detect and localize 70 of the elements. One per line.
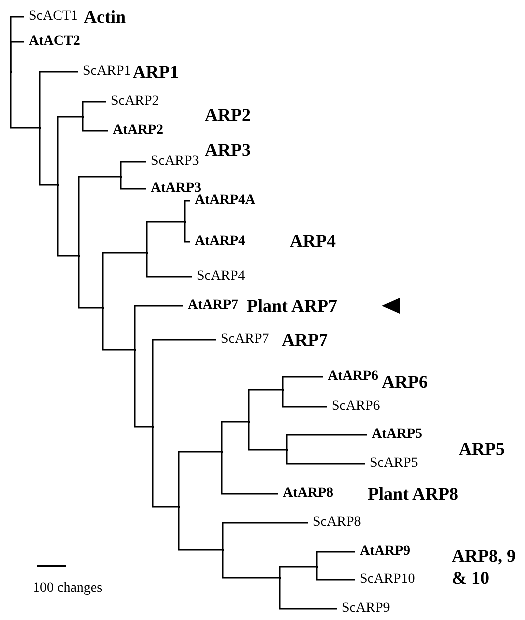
taxon-label: ScARP10 — [355, 572, 416, 588]
tree-branch — [184, 200, 190, 222]
tree-branch — [10, 72, 40, 129]
tree-branch — [57, 185, 79, 257]
taxon-label: ScARP8 — [308, 515, 362, 531]
clade-label: ARP4 — [290, 230, 336, 252]
clade-label: ARP6 — [382, 371, 428, 393]
tree-branch — [134, 305, 183, 350]
tree-branch — [57, 116, 83, 185]
tree-branch — [184, 222, 190, 243]
tree-branch — [102, 308, 135, 351]
tree-branch — [286, 434, 367, 450]
taxon-label: ScARP5 — [365, 456, 418, 472]
taxon-label: AtARP5 — [367, 427, 423, 443]
tree-branch — [221, 452, 278, 495]
clade-label: ARP2 — [205, 104, 251, 126]
tree-branch — [134, 350, 153, 428]
taxon-label: ScACT1 — [24, 9, 78, 25]
clade-label: ARP3 — [205, 139, 251, 161]
tree-branch — [82, 101, 106, 117]
tree-branch — [286, 450, 365, 465]
tree-branch — [221, 421, 249, 452]
taxon-label: ScARP7 — [216, 332, 270, 348]
clade-label: ARP5 — [459, 438, 505, 460]
clade-label: Plant ARP7 — [247, 295, 338, 317]
clade-label: ARP1 — [133, 61, 179, 83]
tree-branch — [146, 221, 185, 253]
tree-branch — [39, 71, 78, 128]
clade-label: Actin — [84, 6, 126, 28]
tree-branch — [102, 252, 147, 308]
taxon-label: ScARP4 — [192, 269, 246, 285]
tree-branch — [248, 389, 283, 422]
taxon-label: ScARP2 — [106, 94, 160, 110]
tree-branch — [178, 451, 222, 507]
taxon-label: ScARP9 — [337, 601, 390, 617]
tree-branch — [78, 256, 103, 309]
clade-label: ARP7 — [282, 329, 328, 351]
taxon-label: AtARP4A — [190, 193, 256, 209]
taxon-label: AtARP4 — [190, 234, 246, 250]
tree-branch — [120, 177, 146, 190]
taxon-label: AtARP2 — [108, 123, 164, 139]
tree-branch — [282, 376, 323, 390]
tree-branch — [152, 427, 179, 508]
tree-branch — [178, 507, 223, 551]
tree-branch — [279, 566, 317, 578]
tree-branch — [282, 390, 327, 408]
clade-label: Plant ARP8 — [368, 483, 459, 505]
tree-branch — [279, 578, 337, 610]
taxon-label: AtARP8 — [278, 486, 334, 502]
tree-branch — [222, 550, 280, 579]
taxon-label: AtARP7 — [183, 298, 239, 314]
tree-branch — [248, 422, 287, 451]
taxon-label: ScARP1 — [78, 64, 132, 80]
taxon-label: AtACT2 — [24, 34, 80, 50]
tree-branch — [82, 117, 108, 132]
clade-label: ARP8, 9 & 10 — [452, 545, 516, 589]
taxon-label: AtARP6 — [323, 369, 379, 385]
tree-branch — [316, 551, 355, 567]
taxon-label: ScARP6 — [327, 399, 380, 415]
tree-branch — [316, 567, 355, 581]
tree-branch — [152, 339, 216, 427]
tree-branch — [10, 41, 24, 72]
tree-branch — [146, 253, 192, 278]
tree-branch — [120, 161, 146, 177]
tree-branch — [78, 176, 121, 256]
taxon-label: ScARP3 — [146, 154, 200, 170]
taxon-label: AtARP9 — [355, 544, 411, 560]
tree-branch — [222, 522, 308, 550]
tree-branch — [39, 128, 58, 186]
scale-label: 100 changes — [33, 581, 103, 597]
